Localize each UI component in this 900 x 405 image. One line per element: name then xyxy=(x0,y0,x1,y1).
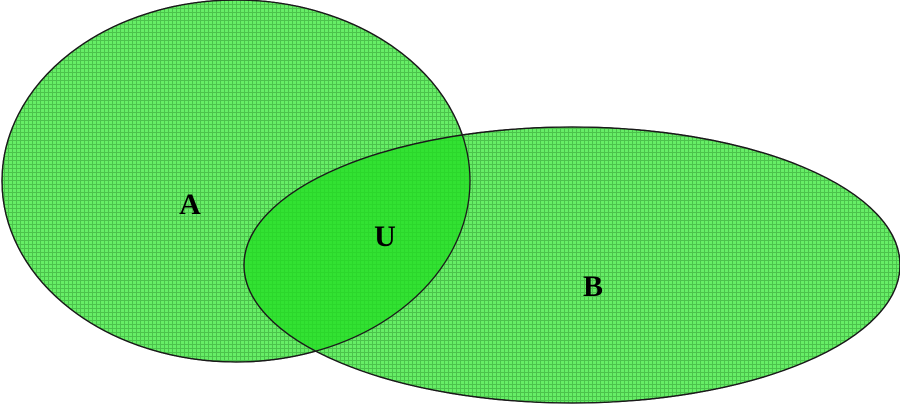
intersection-label: U xyxy=(374,220,396,253)
set-b-outline xyxy=(243,126,900,404)
set-b-label: B xyxy=(583,270,603,303)
set-a-label: A xyxy=(179,188,201,221)
set-a-outline xyxy=(1,0,471,363)
